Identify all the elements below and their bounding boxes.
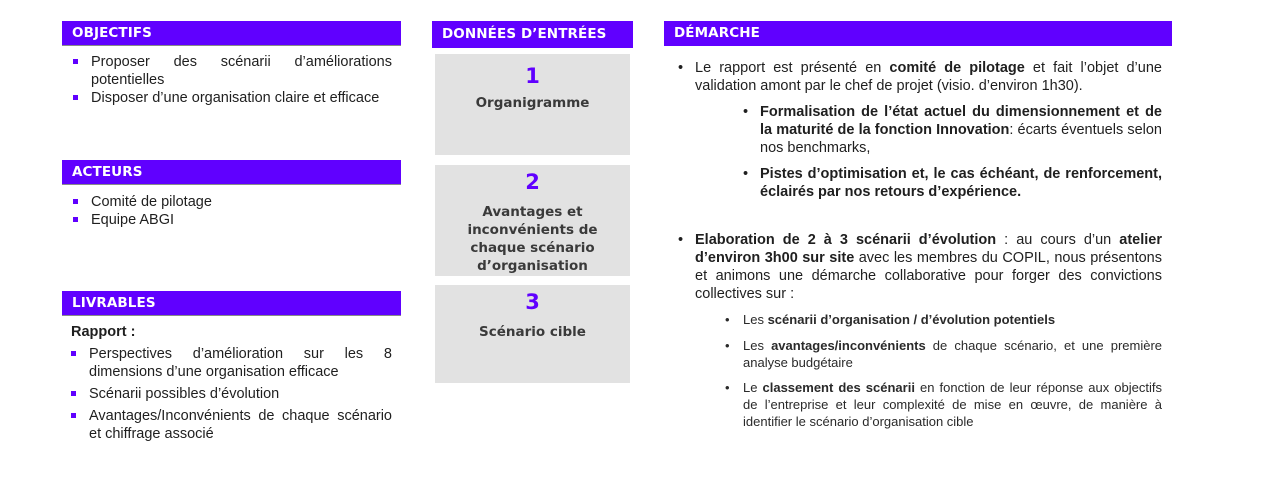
text: avec les membres du COPIL, nous présento…	[695, 250, 1162, 302]
objectifs-list: Proposer des scénarii d’améliorations po…	[72, 53, 392, 107]
text-bold: classement des scénarii	[762, 380, 915, 395]
demarche-subpoint: • Formalisation de l’état actuel du dimen…	[743, 103, 1162, 157]
demarche-detail: • Le classement des scénarii en fonction …	[725, 379, 1162, 430]
demarche-paragraph-2: • Elaboration de 2 à 3 scénarii d’évoluti…	[678, 231, 1163, 303]
text: Le rapport est présenté en	[695, 60, 890, 76]
text-bold: scénarii d’organisation / d’évolution po…	[767, 312, 1056, 327]
demarche-subpoint: • Pistes d’optimisation et, le cas échéan…	[743, 165, 1162, 201]
livrables-intro: Rapport :	[71, 324, 136, 340]
step-label: Organigramme	[475, 95, 590, 111]
text-bold: avantages/inconvénients	[771, 338, 926, 353]
donnees-header: DONNÉES D’ENTRÉES	[432, 21, 633, 48]
bullet: •	[743, 166, 749, 182]
bullet: •	[743, 104, 749, 120]
text: : écarts éventuels selon nos benchmarks,	[760, 122, 1162, 156]
step-number: 2	[525, 170, 540, 194]
step-card-1: 1 Organigramme	[435, 54, 630, 155]
step-number: 1	[525, 64, 540, 88]
acteurs-list: Comité de pilotage Equipe ABGI	[72, 193, 392, 229]
bullet: •	[678, 60, 684, 76]
text-bold: Elaboration de 2 à 3 scénarii d’évolutio…	[695, 232, 997, 248]
objectifs-header: OBJECTIFS	[62, 21, 401, 46]
text: : au cours d’un	[996, 232, 1120, 248]
bullet: •	[725, 312, 730, 327]
demarche-detail: • Les scénarii d’organisation / d’évoluti…	[725, 311, 1162, 328]
bullet: •	[725, 380, 730, 395]
step-label: Avantages et inconvénients de chaque scé…	[467, 204, 598, 274]
list-item: Comité de pilotage	[72, 193, 392, 211]
text: et fait l’objet d’une validation amont p…	[695, 60, 1162, 94]
text: Les	[743, 312, 768, 327]
step-label: Scénario cible	[479, 324, 586, 340]
bullet: •	[678, 232, 684, 248]
demarche-detail: • Les avantages/inconvénients de chaque s…	[725, 337, 1163, 371]
list-item: Avantages/Inconvénients de chaque scénar…	[70, 407, 392, 443]
demarche-paragraph-1: • Le rapport est présenté en comité de pi…	[678, 59, 1162, 95]
step-card-3: 3 Scénario cible	[435, 285, 630, 383]
text-bold: atelier d’environ 3h00 sur site	[695, 232, 1163, 266]
list-item: Equipe ABGI	[72, 211, 392, 229]
list-item: Proposer des scénarii d’améliorations po…	[72, 53, 392, 89]
livrables-list: Perspectives d’amélioration sur les 8 di…	[70, 345, 392, 443]
text: Le	[743, 380, 763, 395]
list-item: Scénarii possibles d’évolution	[70, 385, 392, 403]
text-bold: Pistes d’optimisation et, le cas échéant…	[760, 166, 1162, 200]
demarche-header: DÉMARCHE	[664, 21, 1172, 46]
text: Les	[743, 338, 772, 353]
text-bold: comité de pilotage	[889, 60, 1025, 76]
text: en fonction de leur réponse aux objectif…	[743, 380, 1162, 429]
text: de chaque scénario, et une première anal…	[743, 338, 1163, 370]
list-item: Perspectives d’amélioration sur les 8 di…	[70, 345, 392, 381]
step-number: 3	[525, 290, 540, 314]
bullet: •	[725, 338, 730, 353]
acteurs-header: ACTEURS	[62, 160, 401, 185]
text-bold: Formalisation de l’état actuel du dimens…	[760, 104, 1162, 138]
livrables-header: LIVRABLES	[62, 291, 401, 316]
list-item: Disposer d’une organisation claire et ef…	[72, 89, 392, 107]
step-card-2: 2 Avantages et inconvénients de chaque s…	[435, 165, 630, 276]
